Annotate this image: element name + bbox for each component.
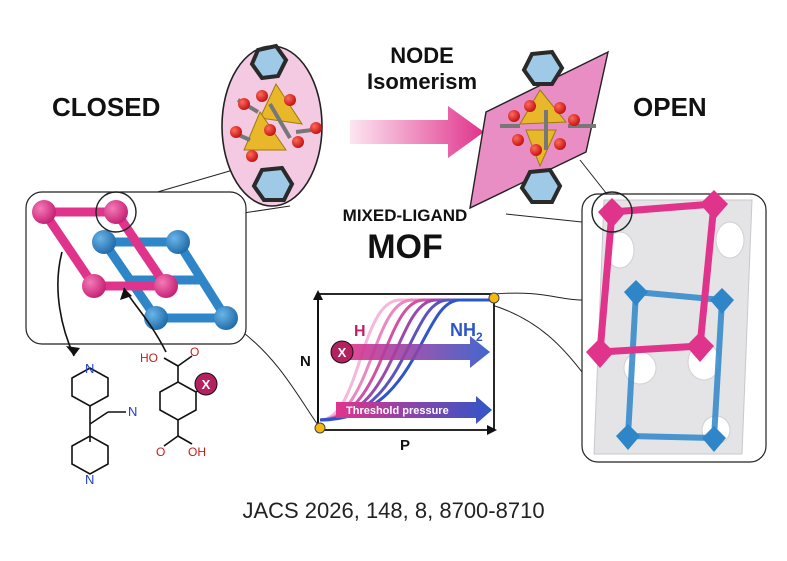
isomerism-arrow — [350, 106, 484, 158]
closed-node-zoom — [221, 43, 323, 207]
node-line2: Isomerism — [366, 69, 478, 95]
y-axis-label: N — [300, 353, 311, 370]
cn-label: N — [128, 404, 137, 419]
pyridine-ring-icon — [249, 43, 289, 81]
zoom-circle — [591, 191, 633, 233]
citation: JACS 2026, 148, 8, 8700-8710 — [242, 498, 545, 523]
pyridine-ring-icon — [521, 49, 565, 86]
x-badge — [330, 340, 354, 364]
blue-node — [166, 230, 190, 254]
pyridine-n-top: N — [85, 361, 94, 376]
node-isomerism-label: NODE Isomerism — [342, 43, 502, 96]
o-label-bottom: O — [156, 445, 165, 459]
closed-label: CLOSED — [52, 92, 161, 122]
mixed-ligand-label: MIXED-LIGAND — [342, 206, 468, 225]
magenta-node-group — [586, 190, 728, 368]
isotherm-plot: N P H NH2 X Threshold pressure — [300, 290, 500, 454]
open-framework — [581, 190, 767, 463]
oh-label: OH — [188, 445, 206, 459]
magenta-node — [154, 274, 178, 298]
zoom-circle — [95, 191, 137, 233]
node-line1: NODE — [390, 43, 454, 68]
blue-node — [144, 306, 168, 330]
magenta-node — [82, 274, 106, 298]
magenta-node — [32, 200, 56, 224]
pyridine-n-bottom: N — [85, 472, 94, 487]
blue-node — [214, 306, 238, 330]
x-badge-label: X — [202, 377, 211, 392]
magenta-node — [104, 200, 128, 224]
x-badge — [194, 372, 218, 396]
end-point — [488, 292, 500, 304]
blue-node-group — [616, 280, 734, 452]
threshold-arrow — [336, 396, 492, 424]
ho-label: HO — [140, 351, 158, 365]
closed-panel — [25, 191, 247, 345]
start-point — [314, 422, 326, 434]
open-node-zoom — [469, 49, 609, 210]
open-label: OPEN — [633, 92, 707, 122]
blue-node — [92, 230, 116, 254]
pyridine-ring-icon — [251, 165, 295, 202]
h-label: H — [354, 323, 366, 340]
threshold-label: Threshold pressure — [346, 405, 449, 417]
x-axis-label: P — [400, 437, 410, 454]
nh2-label: NH2 — [450, 320, 483, 344]
pyridine-ring-icon — [519, 167, 563, 204]
closed-framework — [25, 191, 247, 345]
o-label-top: O — [190, 345, 199, 359]
mof-label: MOF — [367, 228, 443, 266]
x-badge-label: X — [338, 345, 347, 360]
h-to-nh2-arrow — [348, 336, 490, 368]
